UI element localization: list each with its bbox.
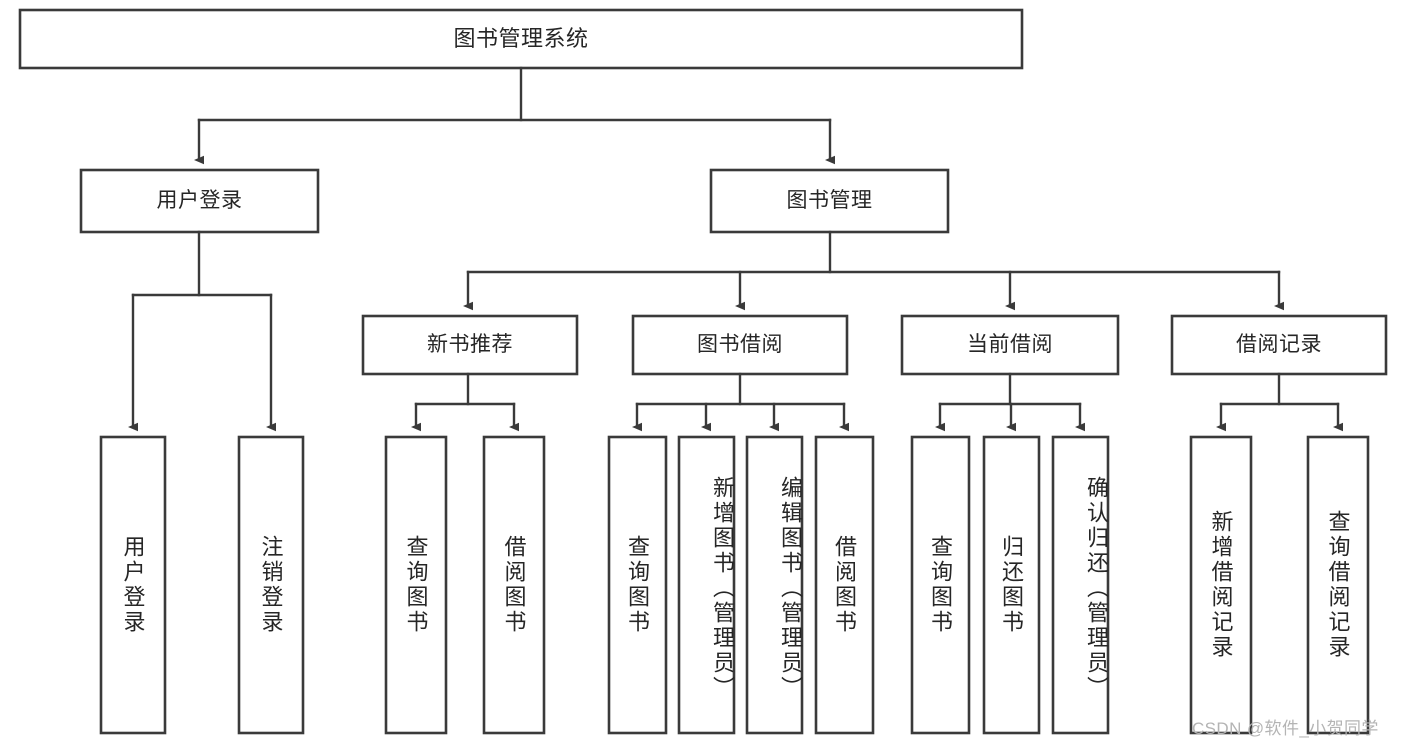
node-box-leaf-add-borrow-record[interactable] [1189,435,1253,735]
node-box-root[interactable] [18,8,1024,70]
node-box-book-borrow[interactable] [631,314,849,376]
node-box-leaf-confirm-return-admin[interactable] [1051,435,1110,735]
node-box-new-book-recommend[interactable] [361,314,579,376]
node-box-borrow-record[interactable] [1170,314,1388,376]
node-box-leaf-query-borrow-record[interactable] [1306,435,1370,735]
node-box-leaf-borrow-book[interactable] [814,435,875,735]
node-box-leaf-query-book-borrow[interactable] [607,435,668,735]
node-box-leaf-borrow-book-new[interactable] [482,435,546,735]
watermark-text: CSDN @软件_小贺同学 [1192,719,1379,738]
node-box-book-manage[interactable] [709,168,950,234]
node-box-leaf-edit-book-admin[interactable] [745,435,804,735]
node-box-leaf-return-book[interactable] [982,435,1041,735]
node-box-leaf-query-book-new[interactable] [384,435,448,735]
node-box-user-login[interactable] [79,168,320,234]
node-box-current-borrow[interactable] [900,314,1120,376]
node-box-leaf-add-book-admin[interactable] [677,435,736,735]
node-box-leaf-query-book-current[interactable] [910,435,971,735]
node-box-leaf-user-login[interactable] [99,435,167,735]
node-box-leaf-logout[interactable] [237,435,305,735]
